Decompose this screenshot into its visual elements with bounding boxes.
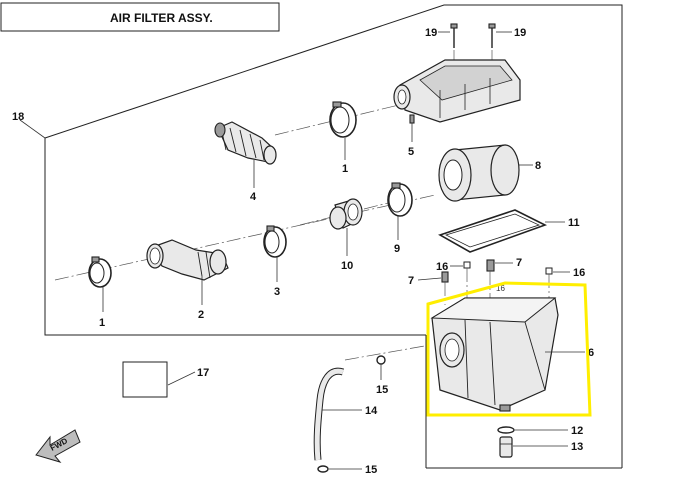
clamp-part-1-lower [88,256,112,288]
callout-5: 5 [408,146,414,158]
title-box [0,2,280,32]
callout-16-center: 16 [496,284,505,293]
callout-18: 18 [12,111,24,123]
rubber-coupler-part-10 [329,198,363,230]
clamp-part-15-lower [317,465,329,473]
clamp-part-15-upper [376,355,386,365]
callout-6: 6 [588,347,594,359]
callout-15-lower: 15 [365,464,377,476]
drain-tube-part-13 [499,436,513,458]
callout-10: 10 [341,260,353,272]
callout-7-right: 7 [516,257,522,269]
fwd-arrow-icon: FWD [35,429,81,463]
filter-element-part-8 [438,144,520,202]
airbox-cover-part-5 [393,59,521,124]
label-sticker-part-17 [122,361,168,398]
callout-19-right: 19 [514,27,526,39]
clamp-part-12 [497,426,515,434]
axis-line-lower [54,194,436,281]
callout-8: 8 [535,160,541,172]
clamp-part-3 [263,225,287,258]
page-title: AIR FILTER ASSY. [110,11,213,25]
assembly-frame-left [44,138,426,336]
clip-part-7-right [486,259,495,300]
clip-part-7-left [441,271,449,305]
callout-12: 12 [571,425,583,437]
leader-18 [19,119,46,139]
callout-19-left: 19 [425,27,437,39]
callout-17: 17 [197,367,209,379]
nut-part-16-left [463,261,471,302]
clamp-part-1-upper [329,101,357,138]
callout-4: 4 [250,191,257,203]
callout-9: 9 [394,243,400,255]
callout-1-upper: 1 [342,163,348,175]
callout-1-lower: 1 [99,317,105,329]
assembly-frame-top [44,4,623,300]
clamp-part-9 [387,182,413,217]
callout-7-left: 7 [408,275,414,287]
callout-11: 11 [568,217,580,229]
axis-line-tank [344,344,431,361]
airbox-housing-part-6 [430,297,559,412]
breather-hose-part-14 [313,367,345,461]
highlight-outline [426,281,592,417]
callout-15-upper: 15 [376,384,388,396]
callout-3: 3 [274,286,280,298]
callout-14: 14 [365,405,378,417]
callout-16-left: 16 [436,261,448,273]
gasket-part-11 [438,209,548,253]
callout-13: 13 [571,441,583,453]
callout-16-right: 16 [573,267,585,279]
intake-bellows-part-4 [214,121,277,165]
callout-2: 2 [198,309,204,321]
intake-hose-part-2 [146,239,229,281]
